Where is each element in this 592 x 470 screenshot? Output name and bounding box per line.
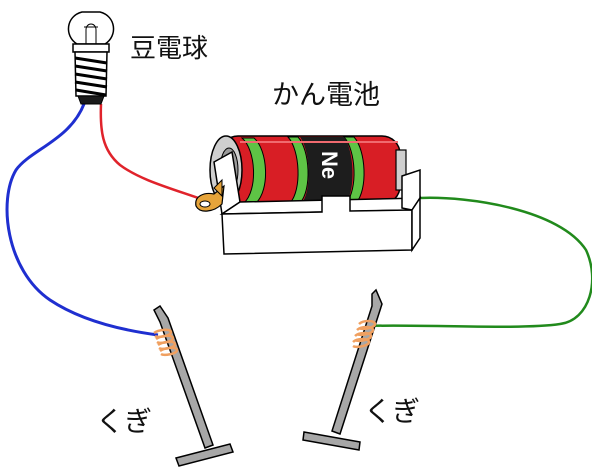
nail-right-label: くぎ	[364, 395, 421, 428]
green-wire	[365, 196, 592, 328]
battery-holder	[195, 150, 422, 255]
coil-right	[352, 319, 377, 349]
red-wire	[99, 103, 205, 202]
bulb-icon	[67, 11, 115, 105]
bulb-label: 豆電球	[130, 34, 209, 64]
nail-icon-right	[302, 288, 383, 451]
battery-icon: Ne	[195, 135, 422, 255]
coil-left	[153, 328, 179, 357]
battery-label: かん電池	[272, 80, 380, 111]
nail-icon-left	[153, 304, 234, 467]
nail-left-label: くぎ	[96, 405, 153, 438]
blue-wire	[5, 103, 159, 337]
battery-print: Ne	[317, 151, 342, 179]
